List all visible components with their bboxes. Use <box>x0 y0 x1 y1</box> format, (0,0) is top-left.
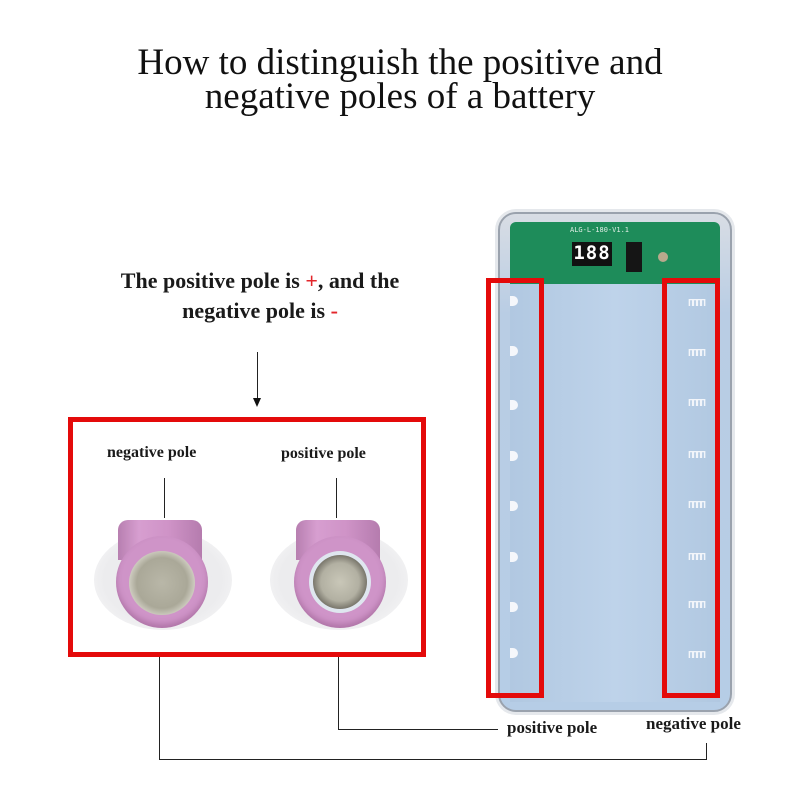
plus-symbol: + <box>305 268 318 293</box>
title-line-1: How to distinguish the positive and <box>137 42 663 83</box>
negative-cell-image <box>90 518 240 638</box>
positive-label-leader <box>336 478 337 518</box>
battery-box: ALG-L-180-V1.1 188 <box>498 212 732 712</box>
down-arrow-icon <box>253 398 261 407</box>
positive-contacts <box>510 296 530 658</box>
positive-leader-down <box>338 657 339 729</box>
positive-cell-image <box>266 518 416 638</box>
negative-label-leader <box>164 478 165 518</box>
positive-terminal <box>313 555 367 609</box>
note-text-c: negative pole is <box>182 298 331 323</box>
pcb-marking: ALG-L-180-V1.1 <box>570 226 630 234</box>
negative-springs: ΠΠΠΠ ΠΠΠΠ ΠΠΠΠ ΠΠΠΠ ΠΠΠΠ ΠΠΠΠ ΠΠΠΠ ΠΠΠΠ <box>688 298 706 661</box>
button-icon <box>658 252 668 262</box>
negative-leader-down <box>159 657 160 759</box>
negative-springs-highlight <box>662 278 720 698</box>
positive-contacts-highlight <box>486 278 544 698</box>
negative-leader-up <box>706 743 707 760</box>
bottom-label-positive: positive pole <box>507 718 598 737</box>
note-text-a: The positive pole is <box>120 268 306 293</box>
page-title: How to distinguish the positive and nega… <box>0 42 800 117</box>
down-arrow-shaft <box>257 352 258 400</box>
cell-label-negative: negative pole <box>107 444 197 461</box>
minus-symbol: - <box>330 298 338 323</box>
pcb-board: ALG-L-180-V1.1 188 <box>510 222 720 284</box>
note-text-b: , and the <box>317 268 400 293</box>
positive-leader-across <box>338 729 498 730</box>
bottom-label-negative: negative pole <box>646 714 741 733</box>
battery-bay <box>510 284 720 702</box>
negative-leader-across <box>159 759 707 760</box>
polarity-note: The positive pole is +, and the negative… <box>60 266 460 326</box>
chip <box>626 242 642 272</box>
cells-highlight-box <box>68 417 426 657</box>
cell-label-positive: positive pole <box>281 445 366 462</box>
digit-display: 188 <box>572 242 612 266</box>
negative-terminal <box>129 551 195 615</box>
title-line-2: negative poles of a battery <box>204 76 596 117</box>
